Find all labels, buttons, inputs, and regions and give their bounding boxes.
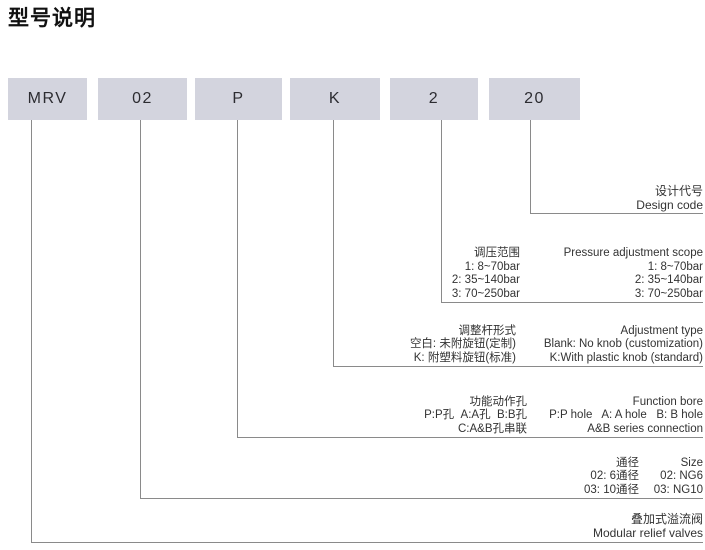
adjustment-row-2: K: 附塑料旋钮(标准) K:With plastic knob (standa… xyxy=(410,352,703,366)
pressure-scope-label: 调压范围 Pressure adjustment scope 1: 8~70ba… xyxy=(452,247,703,301)
pressure-header-en: Pressure adjustment scope xyxy=(563,247,703,259)
pressure-row-2-en: 2: 35~140bar xyxy=(634,274,703,286)
adjustment-header-cn: 调整杆形式 xyxy=(458,324,517,337)
pressure-row-3: 3: 70~250bar 3: 70~250bar xyxy=(452,288,703,302)
pressure-row-2: 2: 35~140bar 2: 35~140bar xyxy=(452,274,703,288)
function-bore-header: 功能动作孔 Function bore xyxy=(424,395,704,410)
pressure-row-3-en: 3: 70~250bar xyxy=(634,287,703,300)
size-row-1: 02: 6通径 02: NG6 xyxy=(584,470,703,484)
function-bore-header-en: Function bore xyxy=(632,395,703,408)
pressure-row-1-en: 1: 8~70bar xyxy=(647,260,703,273)
function-bore-row-2: C:A&B孔串联 A&B series connection xyxy=(424,423,703,437)
pressure-row-3-cn: 3: 70~250bar xyxy=(451,287,520,300)
leader-line-pressure xyxy=(441,120,442,302)
function-bore-row-2-en: A&B series connection xyxy=(587,422,703,435)
adjustment-row-1: 空白: 未附旋钮(定制) Blank: No knob (customizati… xyxy=(410,338,703,352)
adjustment-header: 调整杆形式 Adjustment type xyxy=(410,324,704,339)
adjustment-row-2-en: K:With plastic knob (standard) xyxy=(549,351,703,364)
pressure-row-1-cn: 1: 8~70bar xyxy=(464,260,520,273)
product-name-en: Modular relief valves xyxy=(592,525,703,540)
shelf-line-size xyxy=(140,498,703,499)
design-code-cn: 设计代号 xyxy=(654,184,703,198)
size-label: 通径 Size 02: 6通径 02: NG6 03: 10通径 03: NG1… xyxy=(584,457,703,498)
leader-line-adjustment xyxy=(333,120,334,366)
adjustment-row-1-cn: 空白: 未附旋钮(定制) xyxy=(409,338,516,350)
leader-line-function-bore xyxy=(237,120,238,437)
pressure-row-1: 1: 8~70bar 1: 8~70bar xyxy=(452,261,703,275)
size-row-1-en: 02: NG6 xyxy=(660,470,703,482)
shelf-line-function-bore xyxy=(237,437,703,438)
pressure-row-2-cn: 2: 35~140bar xyxy=(451,274,520,286)
design-code-label: 设计代号 Design code xyxy=(636,184,703,212)
shelf-line-pressure xyxy=(441,302,703,303)
product-name-label: 叠加式溢流阀 Modular relief valves xyxy=(592,512,703,540)
pressure-header: 调压范围 Pressure adjustment scope xyxy=(452,247,703,261)
size-header: 通径 Size xyxy=(584,457,703,471)
leader-line-design-code xyxy=(530,120,531,213)
code-box-function-bore: P xyxy=(195,78,282,120)
function-bore-row-1: P:P孔 A:A孔 B:B孔 P:P hole A: A hole B: B h… xyxy=(424,409,703,423)
code-box-design-code: 20 xyxy=(489,78,580,120)
leader-line-size xyxy=(140,120,141,498)
size-row-2-en: 03: NG10 xyxy=(653,483,703,496)
size-header-cn: 通径 xyxy=(616,456,639,469)
function-bore-row-2-cn: C:A&B孔串联 xyxy=(457,422,527,435)
adjustment-row-2-cn: K: 附塑料旋钮(标准) xyxy=(413,351,516,364)
size-row-2-cn: 03: 10通径 xyxy=(584,483,639,496)
size-row-2: 03: 10通径 03: NG10 xyxy=(584,484,703,498)
shelf-line-product xyxy=(31,542,703,543)
adjustment-type-label: 调整杆形式 Adjustment type 空白: 未附旋钮(定制) Blank… xyxy=(410,325,703,366)
pressure-header-cn: 调压范围 xyxy=(474,247,520,259)
function-bore-row-1-cn: P:P孔 A:A孔 B:B孔 xyxy=(424,409,527,421)
shelf-line-design-code xyxy=(530,213,703,214)
adjustment-header-en: Adjustment type xyxy=(620,324,703,337)
code-box-adjustment-type: K xyxy=(290,78,380,120)
leader-line-series xyxy=(31,120,32,543)
code-box-series: MRV xyxy=(8,78,87,120)
adjustment-row-1-en: Blank: No knob (customization) xyxy=(543,338,703,350)
shelf-line-adjustment xyxy=(333,366,703,367)
code-box-pressure-scope: 2 xyxy=(390,78,478,120)
product-name-cn: 叠加式溢流阀 xyxy=(630,512,703,526)
function-bore-header-cn: 功能动作孔 xyxy=(469,395,528,408)
design-code-en: Design code xyxy=(636,197,703,212)
function-bore-row-1-en: P:P hole A: A hole B: B hole xyxy=(549,409,703,421)
code-box-size: 02 xyxy=(98,78,187,120)
size-header-en: Size xyxy=(680,456,703,469)
function-bore-label: 功能动作孔 Function bore P:P孔 A:A孔 B:B孔 P:P h… xyxy=(424,396,703,437)
size-row-1-cn: 02: 6通径 xyxy=(590,470,639,482)
page-title: 型号说明 xyxy=(8,7,96,30)
